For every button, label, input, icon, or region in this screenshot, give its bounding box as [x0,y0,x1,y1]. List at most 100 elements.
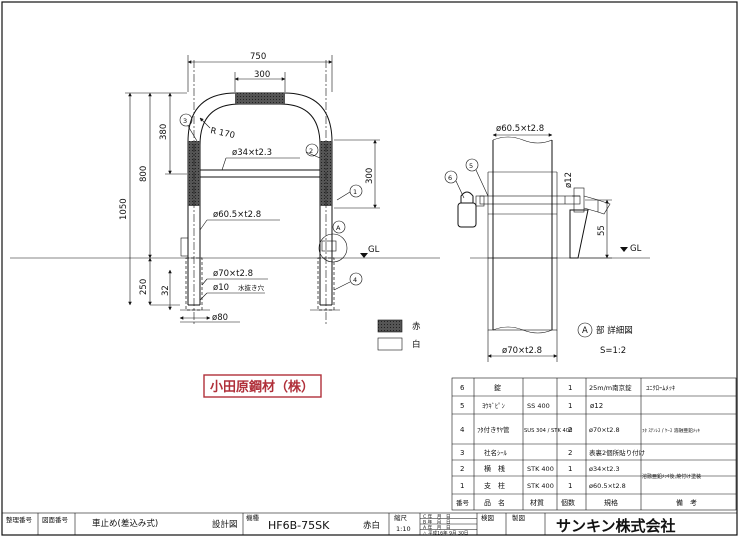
row4-qty: 2 [568,426,572,434]
balloon-6 [444,170,458,184]
row1-name: 支 柱 [484,481,505,490]
hdr-note: 備 考 [676,498,697,507]
dim-r170: R 170 [209,126,235,141]
detail-label-post: ø60.5×t2.8 [496,124,544,134]
dim-1050: 1050 [119,198,129,220]
row4-no: 4 [460,426,465,434]
svg-text:A: A [582,326,588,336]
row1-spec: ø60.5×t2.8 [589,482,626,490]
gl-label-front: GL [368,245,380,255]
row6-name: 錠 [494,383,501,392]
row5-no: 5 [460,402,464,410]
dim-300-right: 300 [365,168,375,184]
svg-text:1: 1 [353,188,357,196]
tb-scale: 1:10 [396,525,411,533]
row4-note: ﾌﾀ ｽﾃﾝﾚｽ / ｹｰｽ 溶融亜鉛ﾒｯｷ [642,427,701,434]
row1-material: STK 400 [527,482,554,490]
svg-text:3: 3 [183,117,187,125]
balloon-5 [465,158,479,172]
hdr-no: 番号 [456,499,470,507]
tb-product: 車止め(差込み式) [92,518,158,529]
tb-rev-c: C 年 月 日 [423,513,451,520]
tb-seiri: 整理番号 [6,515,33,524]
balloon-3 [179,113,193,127]
hdr-spec: 規格 [604,498,618,507]
row5-qty: 1 [568,402,572,410]
title-block: 整理番号 図面番号 車止め(差込み式) 設計図 機種 HF6B-75SK 赤白 … [1,512,738,537]
row2-qty: 1 [568,465,572,473]
row2-spec: ø34×t2.3 [589,465,620,473]
detail-scale: S=1:2 [600,346,626,356]
row1-qty: 1 [568,482,572,490]
tb-rev-d: △ 平成16年 9月 30日 [423,530,469,537]
row4-material: SUS 304 / STK 400 [524,428,572,434]
label-crossbar: ø34×t2.3 [232,148,272,158]
tb-rev-b: B 年 月 日 [423,519,451,526]
row6-qty: 1 [568,384,572,392]
row2-no: 2 [460,465,464,473]
row4-spec: ø70×t2.8 [589,426,620,434]
front-view: GL A 750 300 R 170 1050 800 380 250 32 [10,52,440,325]
label-base: ø80 [212,313,228,323]
detail-gl-label: GL [630,244,642,254]
dim-750: 750 [250,52,266,62]
row2-note: 溶融亜鉛ﾒｯｷ後,焼付け塗装 [642,473,701,480]
row5-material: SS 400 [527,402,550,410]
dim-300-top: 300 [254,70,270,80]
legend-red-label: 赤 [412,322,421,332]
legend-red-swatch [377,319,403,333]
row3-no: 3 [460,449,464,457]
balloon-4 [349,272,363,286]
hdr-material: 材質 [530,498,544,507]
row1-no: 1 [460,482,464,490]
svg-text:4: 4 [353,276,357,284]
tb-model: HF6B-75SK [268,519,330,532]
company-box-text: 小田原鋼材（株） [210,379,314,395]
tb-zumen: 図面番号 [42,516,69,524]
svg-text:5: 5 [469,162,473,170]
label-sleeve: ø70×t2.8 [213,269,253,279]
row6-note: ﾕﾆｸﾛｰﾑﾒｯｷ [646,384,675,392]
hdr-qty: 個数 [561,498,575,507]
label-drain-hole: ø10 [213,283,229,293]
label-drain-note: 水抜き穴 [238,283,265,292]
svg-text:2: 2 [309,147,313,155]
row3-spec: 表裏2個所貼り付け [589,448,645,457]
detail-view: ø12 55 GL ø60.5×t2.8 ø70×t2.8 5 6 A 部 詳細… [444,124,650,362]
balloon-1 [349,184,363,198]
detail-title: 部 詳細図 [596,325,633,336]
detail-label-sleeve: ø70×t2.8 [502,346,542,356]
svg-text:A: A [336,224,341,232]
dim-800: 800 [139,166,149,182]
dim-380: 380 [159,124,169,140]
red-band-top [235,93,285,104]
tb-check: 検図 [481,513,494,522]
detail-circle-a [318,233,348,263]
detail-title-mark [577,322,593,338]
dim-32: 32 [161,285,171,296]
tb-drawing-type: 設計図 [212,519,238,530]
tb-draw: 製図 [512,513,525,522]
company-box-frame [203,374,322,398]
detail-label-pin: ø12 [564,172,574,188]
label-post: ø60.5×t2.8 [213,210,261,220]
row3-qty: 2 [568,449,572,457]
row6-no: 6 [460,384,465,392]
legend-white-label: 白 [412,339,421,350]
row2-material: STK 400 [527,465,554,473]
row4-name: ﾌﾀ付きｻﾔ管 [477,425,510,434]
row2-name: 横 桟 [484,464,505,473]
balloon-2 [305,143,319,157]
color-legend: 赤 白 [377,319,421,351]
detail-mark-a [332,220,346,234]
dim-250: 250 [139,279,149,295]
detail-dim-55: 55 [597,225,607,236]
hdr-name: 品 名 [484,498,505,507]
row5-name: ﾖｳｷﾞﾋﾟﾝ [482,402,505,410]
tb-scale-h: 縮尺 [394,513,408,522]
tb-color: 赤白 [363,520,380,531]
svg-text:6: 6 [448,174,452,182]
row6-spec: 25m/m南京錠 [589,383,632,392]
